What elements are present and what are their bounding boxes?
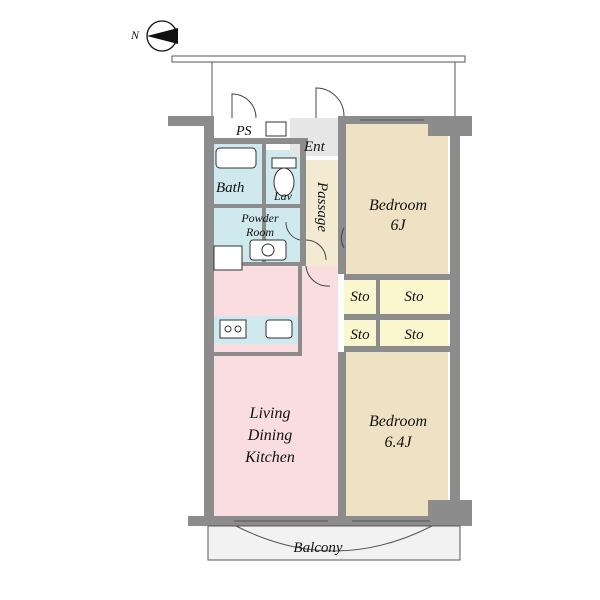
balcony: [207, 525, 461, 561]
burner-icon: [224, 325, 232, 333]
toilet-bowl-icon: [273, 167, 295, 197]
storage-1-label: Sto: [350, 289, 370, 305]
bedroom-1-label-line1: Bedroom: [369, 197, 427, 214]
compass-needle-icon: [147, 28, 178, 44]
bedroom-2-label-line1: Bedroom: [369, 413, 427, 430]
door-swings: [231, 87, 345, 287]
bathtub-icon: [215, 147, 257, 169]
storage-1-area: [344, 280, 376, 316]
entrance-label: Ent: [303, 139, 326, 155]
ldk-label-line1: Living: [249, 405, 291, 422]
ps-label: PS: [235, 124, 252, 139]
storage-4-label: Sto: [404, 327, 424, 343]
north-label: N: [130, 28, 140, 42]
window-rails: [234, 119, 430, 522]
fixtures: [213, 121, 297, 339]
bedroom-2-label-line2: 6.4J: [384, 434, 412, 451]
lav-label: Lav: [273, 189, 293, 203]
bedroom-1-label-line2: 6J: [390, 217, 406, 234]
room-labels: PS Ent Bath Lav Passage Powder Room Bedr…: [216, 124, 427, 556]
toilet-tank-icon: [271, 157, 297, 169]
passage-label: Passage: [314, 181, 330, 232]
ldk-label-line3: Kitchen: [244, 449, 295, 466]
kitchen-sink-icon: [265, 319, 293, 339]
ldk-area: [212, 266, 338, 519]
storage-3-label: Sto: [350, 327, 370, 343]
cooktop-icon: [219, 319, 247, 339]
storage-2-label: Sto: [404, 289, 424, 305]
roof-outline: [171, 55, 466, 118]
balcony-label: Balcony: [293, 540, 342, 556]
shoe-cabinet-icon: [265, 121, 287, 137]
ldk-label-line2: Dining: [247, 427, 292, 444]
bedroom-2-area: [344, 352, 448, 519]
burner-icon: [234, 325, 242, 333]
washing-machine-icon: [213, 245, 243, 271]
basin-drain-icon: [261, 243, 275, 257]
powder-room-label-line2: Room: [245, 225, 274, 239]
bedroom-1-area: [344, 124, 448, 274]
entrance-area: [290, 118, 340, 156]
powder-room-label-line1: Powder: [240, 211, 279, 225]
bath-label: Bath: [216, 180, 244, 196]
passage-area: [306, 160, 342, 266]
storage-2-area: [380, 280, 448, 316]
ps-area: [230, 118, 262, 138]
north-arrow: N: [130, 20, 178, 52]
